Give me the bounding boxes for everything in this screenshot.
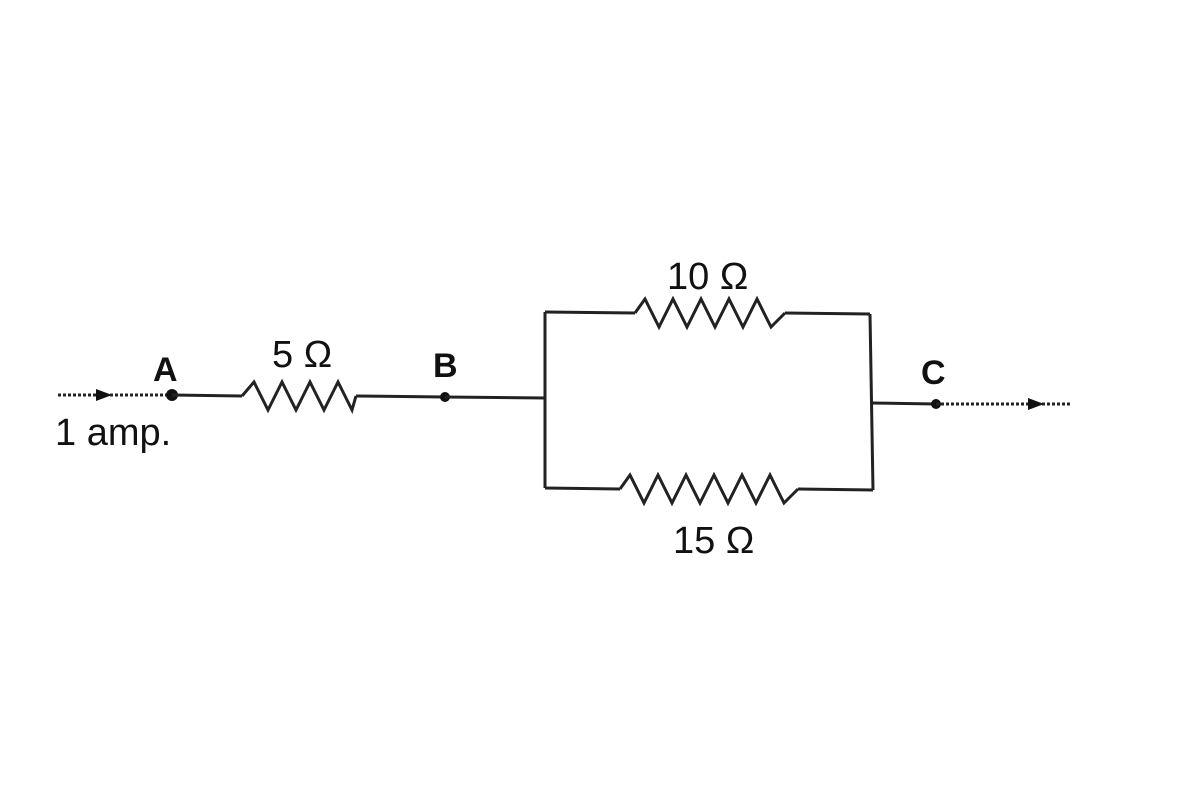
top-resistor-zigzag — [633, 295, 787, 331]
wire-series-resistor-to-b — [355, 394, 446, 399]
series-resistor-label: 5 Ω — [272, 334, 332, 376]
wire-parallel-to-c — [870, 401, 937, 406]
bottom-branch-left-wire — [544, 486, 621, 491]
wire-b-to-parallel — [444, 395, 546, 400]
current-label: 1 amp. — [55, 412, 171, 454]
bottom-resistor-label: 15 Ω — [673, 520, 754, 562]
bottom-resistor-zigzag — [618, 471, 800, 507]
series-resistor-zigzag — [240, 378, 358, 415]
top-branch-right-wire — [784, 311, 871, 316]
node-c-label: C — [921, 354, 946, 392]
bottom-branch-right-wire — [797, 487, 874, 492]
top-branch-left-wire — [544, 310, 636, 315]
node-a-label: A — [153, 351, 178, 389]
top-resistor-label: 10 Ω — [667, 256, 748, 298]
wire-a-to-series-resistor — [171, 393, 243, 398]
node-b-label: B — [433, 347, 458, 385]
output-current-arrow — [1028, 398, 1044, 410]
input-current-arrow — [96, 389, 112, 401]
